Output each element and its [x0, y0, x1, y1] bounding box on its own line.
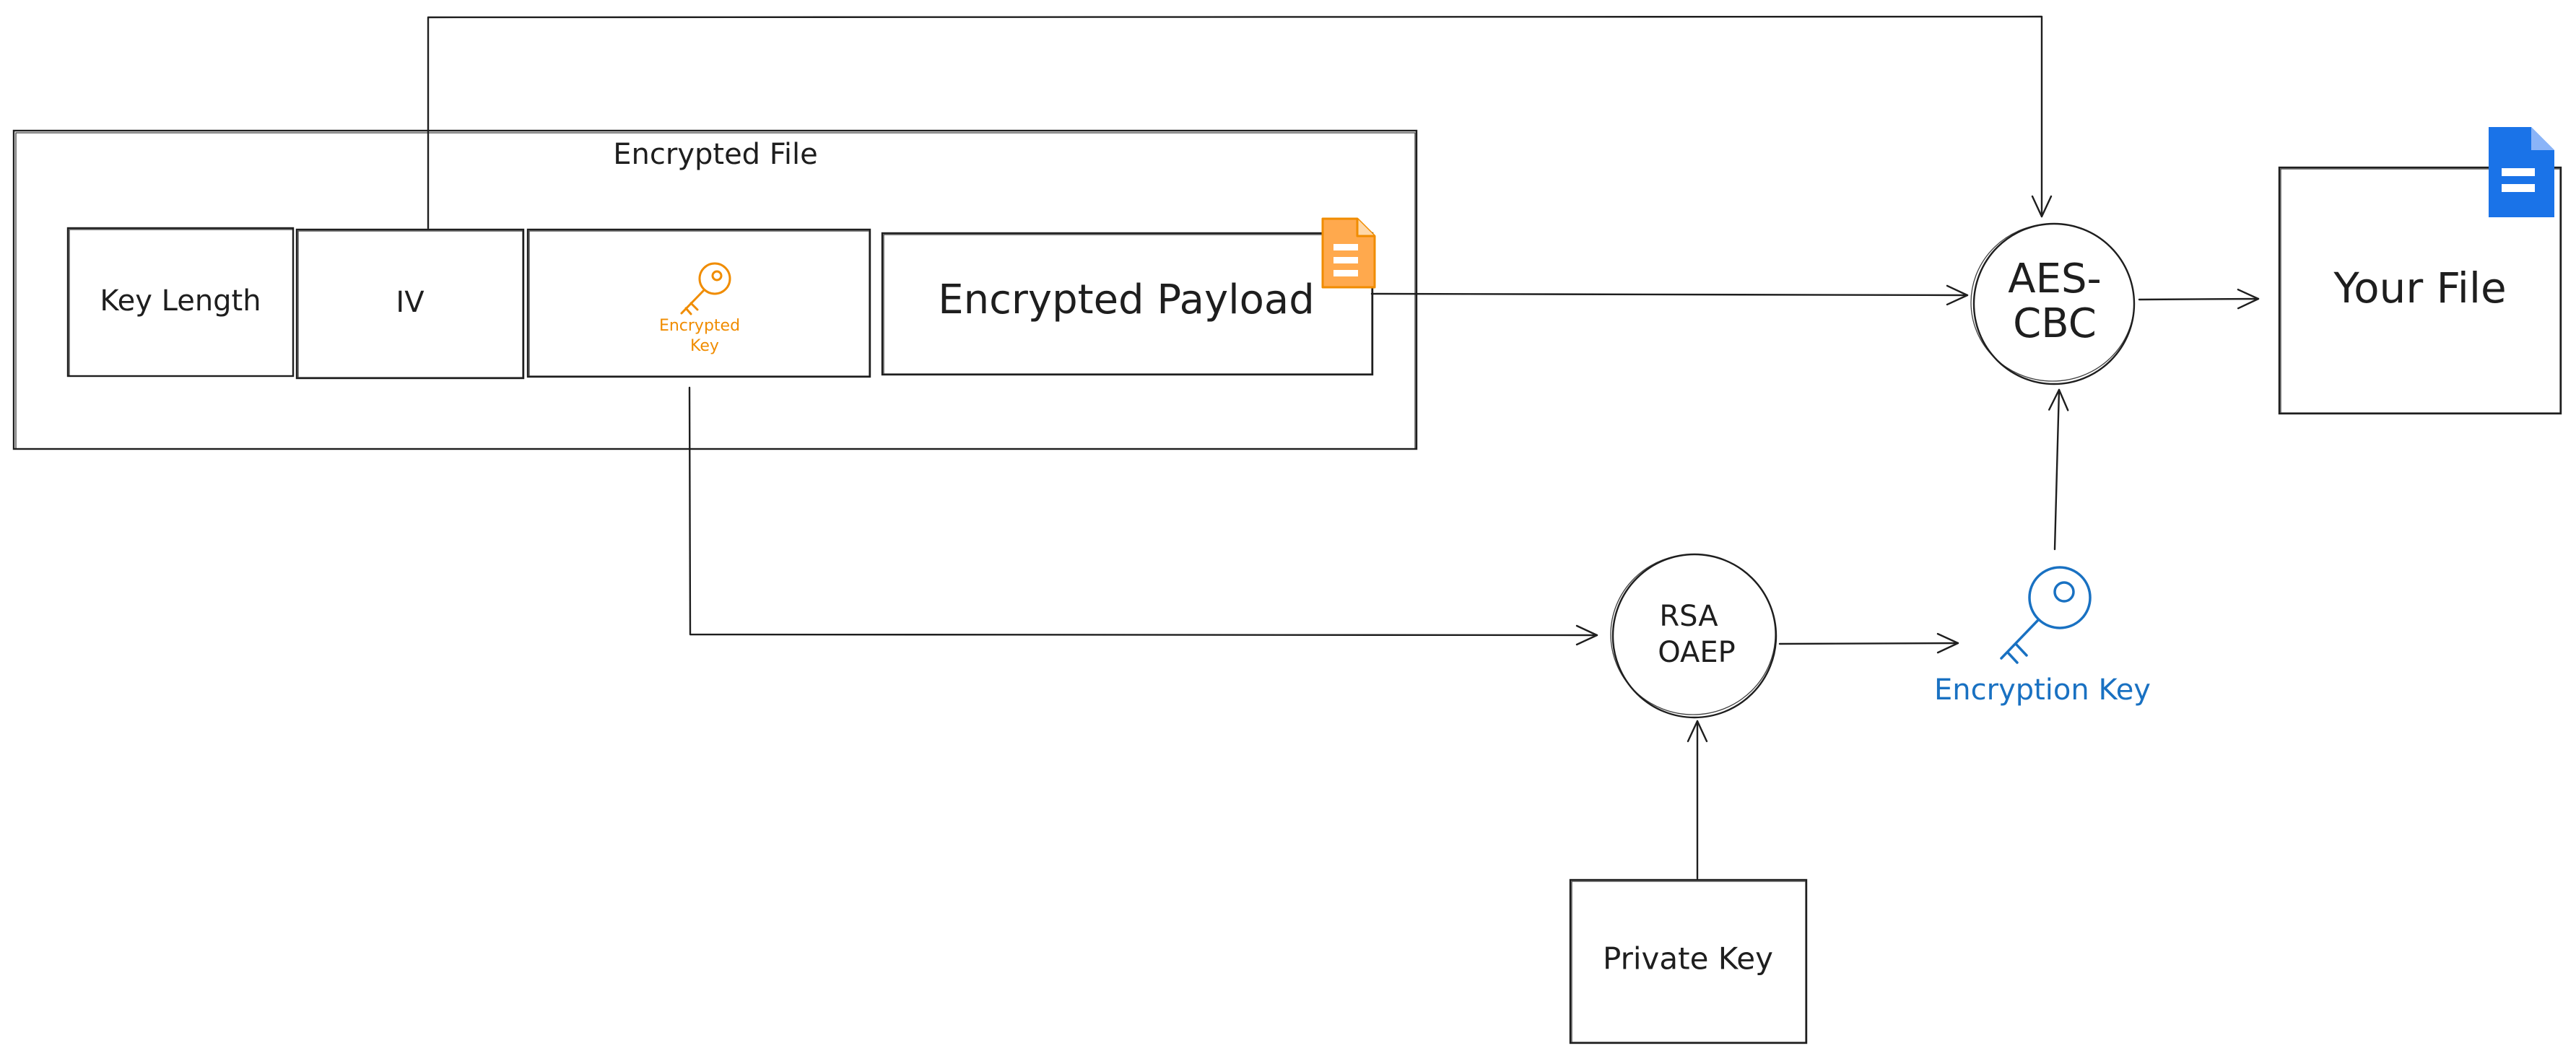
key-length-box: Key Length [66, 227, 295, 378]
encryption-key-label: Encryption Key [1934, 673, 2151, 707]
aes-cbc-node: AES- CBC [1970, 222, 2136, 385]
encrypted-key-label-line1: Encrypted [659, 317, 740, 335]
payload-document-icon [1321, 217, 1376, 289]
aes-to-your-file-arrow [2138, 288, 2260, 310]
private-key-label: Private Key [1603, 941, 1773, 977]
encrypted-file-container: Encrypted File [12, 129, 1418, 450]
encrypted-key-key-icon [680, 262, 731, 315]
your-file-box: Your File [2278, 127, 2562, 415]
iv-box: IV [295, 228, 525, 380]
key-length-label: Key Length [100, 284, 261, 318]
encrypted-file-label: Encrypted File [613, 138, 817, 171]
rsa-oaep-label-line1: RSA [1659, 600, 1718, 633]
encrypted-payload-label: Encrypted Payload [938, 276, 1315, 323]
encryption-key: Encryption Key [1934, 566, 2151, 707]
your-file-document-icon [2489, 127, 2554, 217]
encrypted-key-box: Encrypted Key [526, 228, 871, 378]
encrypted-key-to-rsa-arrow [688, 386, 1598, 646]
encrypted-key-label-line2: Key [690, 337, 719, 355]
encrypted-payload-box: Encrypted Payload [881, 217, 1376, 376]
aes-cbc-label-line1: AES- [2008, 256, 2101, 302]
rsa-to-encryption-key-arrow [1778, 632, 1959, 654]
iv-to-aes-arrow [427, 15, 2053, 230]
private-key-box: Private Key [1569, 878, 1808, 1044]
encryption-key-key-icon [2000, 566, 2092, 664]
payload-to-aes-arrow [1370, 284, 1969, 306]
iv-label: IV [396, 286, 425, 319]
aes-cbc-label-line2: CBC [2013, 300, 2097, 347]
rsa-oaep-label-line2: OAEP [1658, 636, 1736, 669]
your-file-label: Your File [2333, 263, 2506, 313]
rsa-oaep-node: RSA OAEP [1610, 553, 1777, 719]
encryption-key-to-aes-arrow [2048, 388, 2069, 551]
